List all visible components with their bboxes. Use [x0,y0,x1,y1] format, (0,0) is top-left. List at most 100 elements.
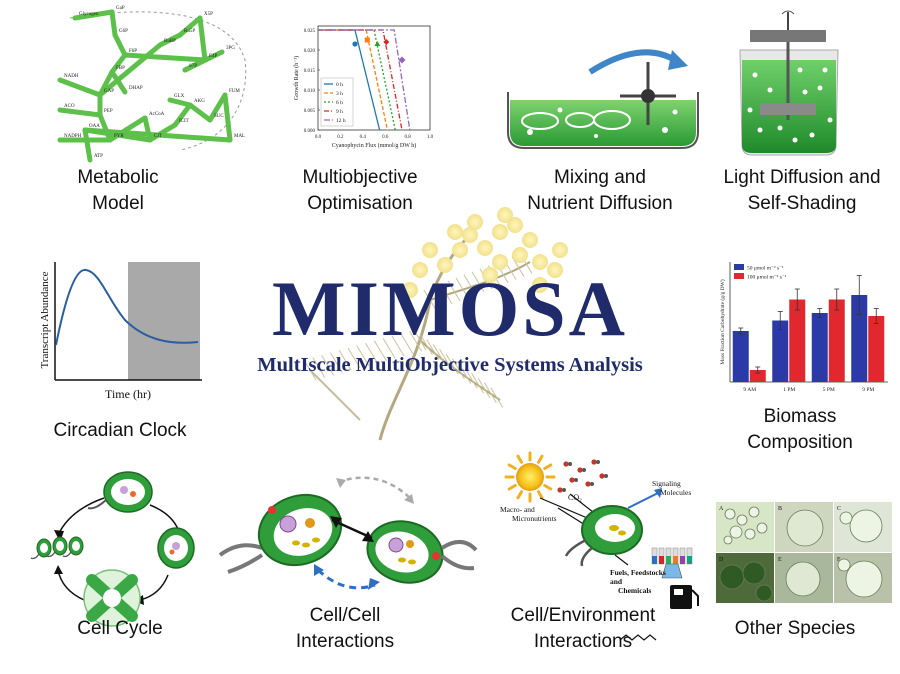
panel-letter: A [719,506,724,512]
mimosa-flower [452,242,468,258]
bar [789,299,806,382]
circadian-chart [54,262,202,381]
leaflet [347,347,355,359]
metabolite-label: GaP [116,6,125,11]
leaflet [432,349,440,360]
bubble [747,107,753,113]
bubble [817,85,823,91]
micrograph-cell [748,506,760,518]
metabolite-label: NADH [64,74,79,79]
x-tick-label: 5 PM [823,387,835,393]
leaflet [415,340,423,352]
micrograph-cell [742,561,766,585]
x-tick-label: 0.0 [315,135,322,140]
molecule-atom [568,462,572,466]
leaflet [388,348,396,359]
metabolite-label: FBP [116,66,125,71]
label-line: Light Diffusion and [723,167,881,188]
legend-label: 50 μmol m⁻² s⁻¹ [747,266,784,272]
leaflet [431,286,439,298]
leaflet [470,378,478,389]
x-tick-label: 9 PM [862,387,874,393]
molecule-atom [582,468,586,472]
bar [851,295,868,382]
leaflet [365,342,373,354]
mimosa-flower [512,247,528,263]
leaflet [438,354,446,365]
leaflet [400,333,408,344]
flagellum [62,551,72,558]
mimosa-flower [532,277,548,293]
leaflet [464,373,472,384]
tube-liquid [687,556,692,564]
micrograph-cell [837,558,851,572]
bubble [809,132,815,138]
leaflet [409,330,417,342]
label-line: Interactions [533,631,633,652]
leaflet [517,266,525,277]
signaling-label: Signaling [652,479,681,488]
pathway-arrow [147,122,178,143]
label-line: Biomass [763,406,837,427]
bar [811,313,828,382]
label-line: Circadian Clock [53,420,187,441]
label-line: Cell/Cell [309,605,381,626]
micrograph-cell [849,509,883,543]
leaflet [525,263,533,274]
metabolite-label: RuBP [164,39,176,44]
legend-label: 12 h [336,118,346,124]
metabolite-label: MAL [234,134,245,139]
molecule-atom [599,473,605,479]
metabolite-label: S7P [189,64,197,69]
mimosa-plant-illustration [303,207,568,441]
y-tick-label: 0.005 [304,109,316,114]
micrograph-cell [845,560,883,598]
sun-ray [537,490,544,500]
bubble [802,89,808,95]
leaflet [445,353,453,365]
label-line: Mixing and [554,167,646,188]
mimosa-flower [447,224,463,240]
night-shading [128,262,200,380]
micrograph-cell [756,522,768,534]
label-mixing: Mixing and Nutrient Diffusion [500,165,700,217]
leaflet [477,377,485,389]
leaflet [439,283,447,295]
x-axis-label: Cyanophycin Flux (mmol/g DW h) [332,142,417,149]
pathway-arrow [57,107,103,118]
mimosa-flower [507,217,523,233]
metabolite-label: NADPH [64,134,82,139]
flagellum [46,551,56,558]
pathway-arrow [97,42,163,98]
products-label: and [610,577,623,586]
mimosa-flower [532,254,548,270]
metabolite-label: X5P [204,12,213,17]
metabolite-label: ATP [94,154,103,159]
micrograph-cell [729,525,743,539]
leaflet [423,289,431,301]
leaflet [471,372,479,384]
pathway-arrow [109,9,118,38]
leaflet [471,271,479,283]
label-line: Metabolic [77,167,159,188]
cell-cell-diagram [218,476,478,590]
x-tick-label: 1.0 [427,135,434,140]
co2-label: CO₂ [568,493,582,502]
sun-icon [516,463,544,491]
leaflet [445,358,453,370]
micrograph-cell [755,584,773,602]
y-axis-label: Mass Fraction Carbohydrate (g/g DW) [719,279,726,364]
pathway-arrow [182,49,225,73]
legend-label: 3 h [336,91,343,97]
nutrients-label: Macro- and [500,505,535,514]
leaflet [483,387,491,399]
bar [828,299,845,382]
legend-label: 6 h [336,100,343,106]
leaflet [382,338,390,349]
leaflet [353,357,361,369]
products-label: Fuels, Feedstocks [610,568,666,577]
legend-swatch [734,264,744,270]
leaflet [464,368,472,379]
